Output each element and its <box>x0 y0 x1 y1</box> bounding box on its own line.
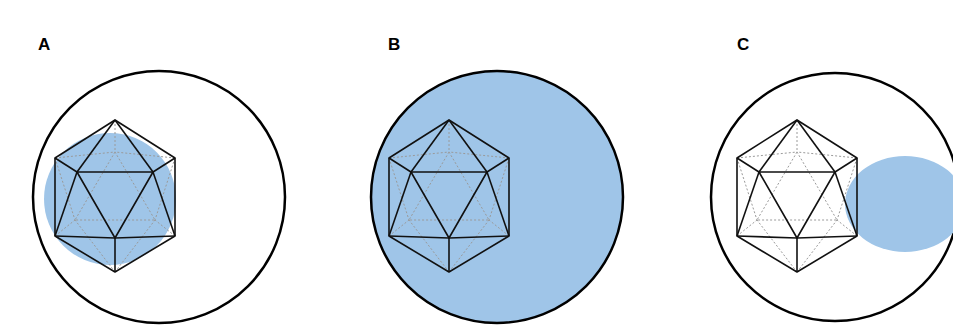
panel-letter: C <box>737 36 749 53</box>
virus-capsid <box>737 120 857 272</box>
virus-capsid <box>55 120 175 272</box>
virus-capsid <box>389 120 509 272</box>
cell-outline <box>33 71 285 323</box>
panel-letter: B <box>388 36 400 53</box>
cell-outline <box>371 71 623 323</box>
blue-region <box>845 156 953 252</box>
panel-letter: A <box>38 36 50 53</box>
